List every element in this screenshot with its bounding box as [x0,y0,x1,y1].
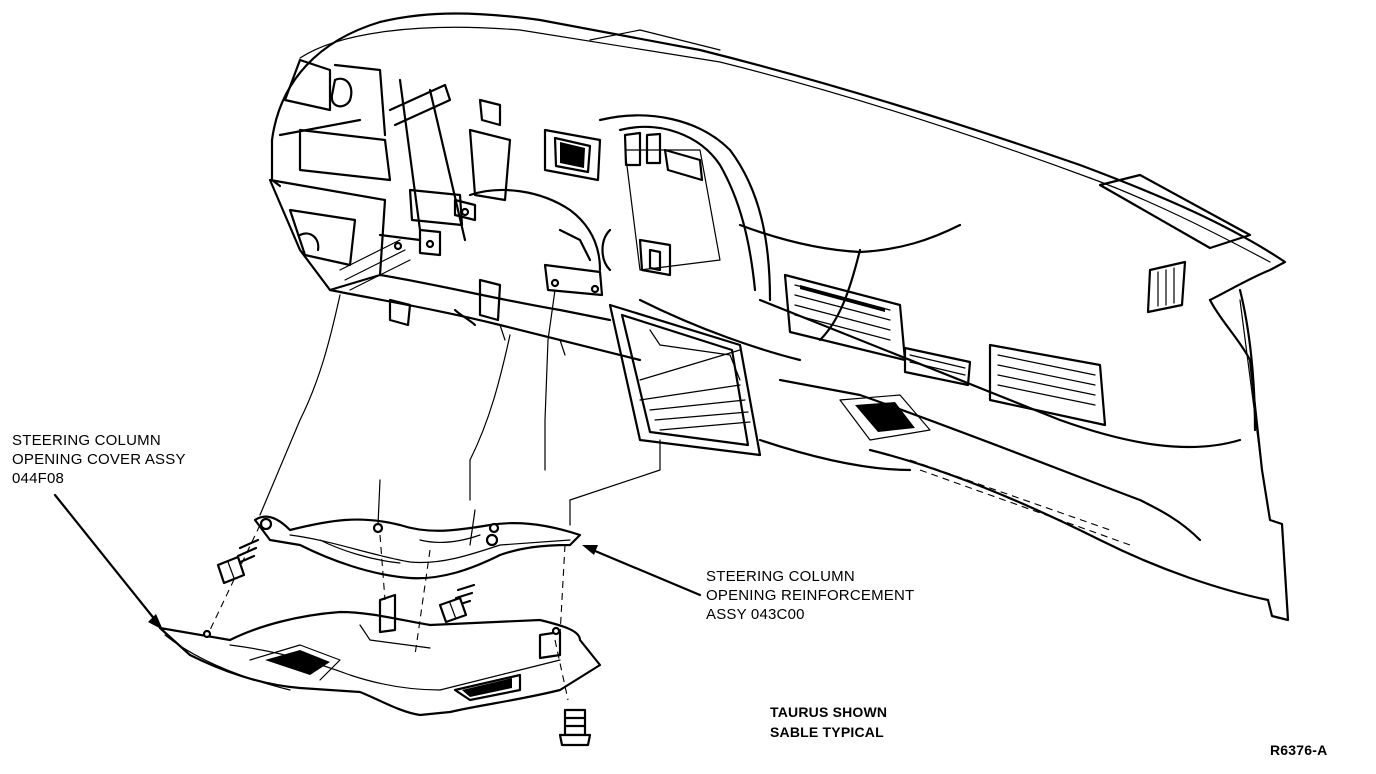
reinforcement-assy-label-line-3: ASSY 043C00 [706,606,805,623]
cover-assy-label-line-2: OPENING COVER ASSY [12,451,186,468]
model-note-line-1: TAURUS SHOWN [770,704,888,720]
reinforcement-assy-label-line-2: OPENING REINFORCEMENT [706,587,915,604]
model-note: TAURUS SHOWN SABLE TYPICAL [770,702,887,742]
figure-id: R6376-A [1270,740,1327,760]
screw-middle [438,583,476,624]
reinforcement-assy-label-line-1: STEERING COLUMN [706,568,855,585]
figure-id-text: R6376-A [1270,742,1328,758]
cover-assy [158,593,602,717]
cover-assy-label: STEERING COLUMN OPENING COVER ASSY 044F0… [12,431,186,488]
cover-assy-label-line-1: STEERING COLUMN [12,432,161,449]
reinforcement-assy-label: STEERING COLUMN OPENING REINFORCEMENT AS… [706,567,914,624]
model-note-line-2: SABLE TYPICAL [770,724,884,740]
callout-arrows [53,493,702,630]
screw-upper-left [216,538,260,585]
cover-assy-label-line-3: 044F08 [12,470,65,487]
assembly-lines [209,289,661,701]
instrument-panel [268,12,1290,622]
reinforcement-assy [253,515,582,580]
screw-bottom [558,708,592,747]
